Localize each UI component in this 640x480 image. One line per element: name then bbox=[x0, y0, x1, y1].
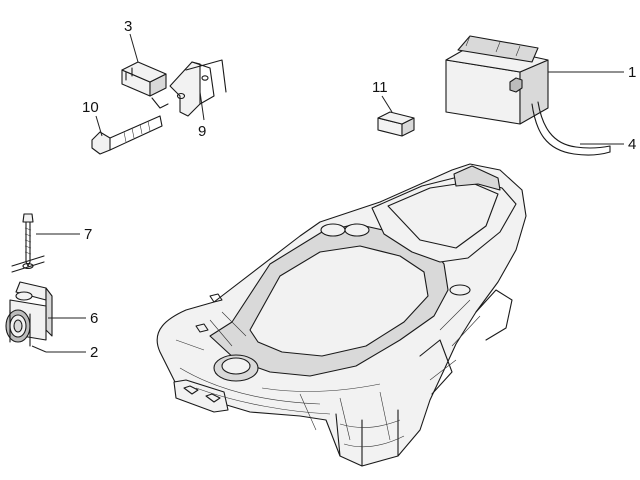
callout-10: 10 bbox=[82, 99, 99, 116]
relay bbox=[121, 61, 169, 109]
callout-4: 4 bbox=[628, 136, 636, 153]
callout-1: 1 bbox=[628, 64, 636, 81]
callout-11: 11 bbox=[372, 79, 388, 96]
relay-bracket bbox=[169, 59, 227, 117]
battery bbox=[445, 35, 549, 125]
callout-9: 9 bbox=[198, 123, 206, 140]
callout-7: 7 bbox=[84, 226, 92, 243]
leader-9 bbox=[199, 91, 205, 121]
fuse bbox=[377, 111, 415, 137]
leader-3 bbox=[129, 33, 139, 63]
callout-6: 6 bbox=[90, 310, 98, 327]
callout-3: 3 bbox=[124, 18, 132, 35]
screw bbox=[11, 213, 45, 273]
callout-2: 2 bbox=[90, 344, 98, 361]
leader-10 bbox=[95, 115, 103, 137]
leader-11 bbox=[381, 95, 393, 113]
vent-hose bbox=[531, 101, 611, 156]
bolt bbox=[91, 115, 163, 155]
leader-2 bbox=[31, 345, 47, 353]
helmet-compartment bbox=[156, 163, 527, 467]
grommet-bracket bbox=[5, 281, 53, 347]
